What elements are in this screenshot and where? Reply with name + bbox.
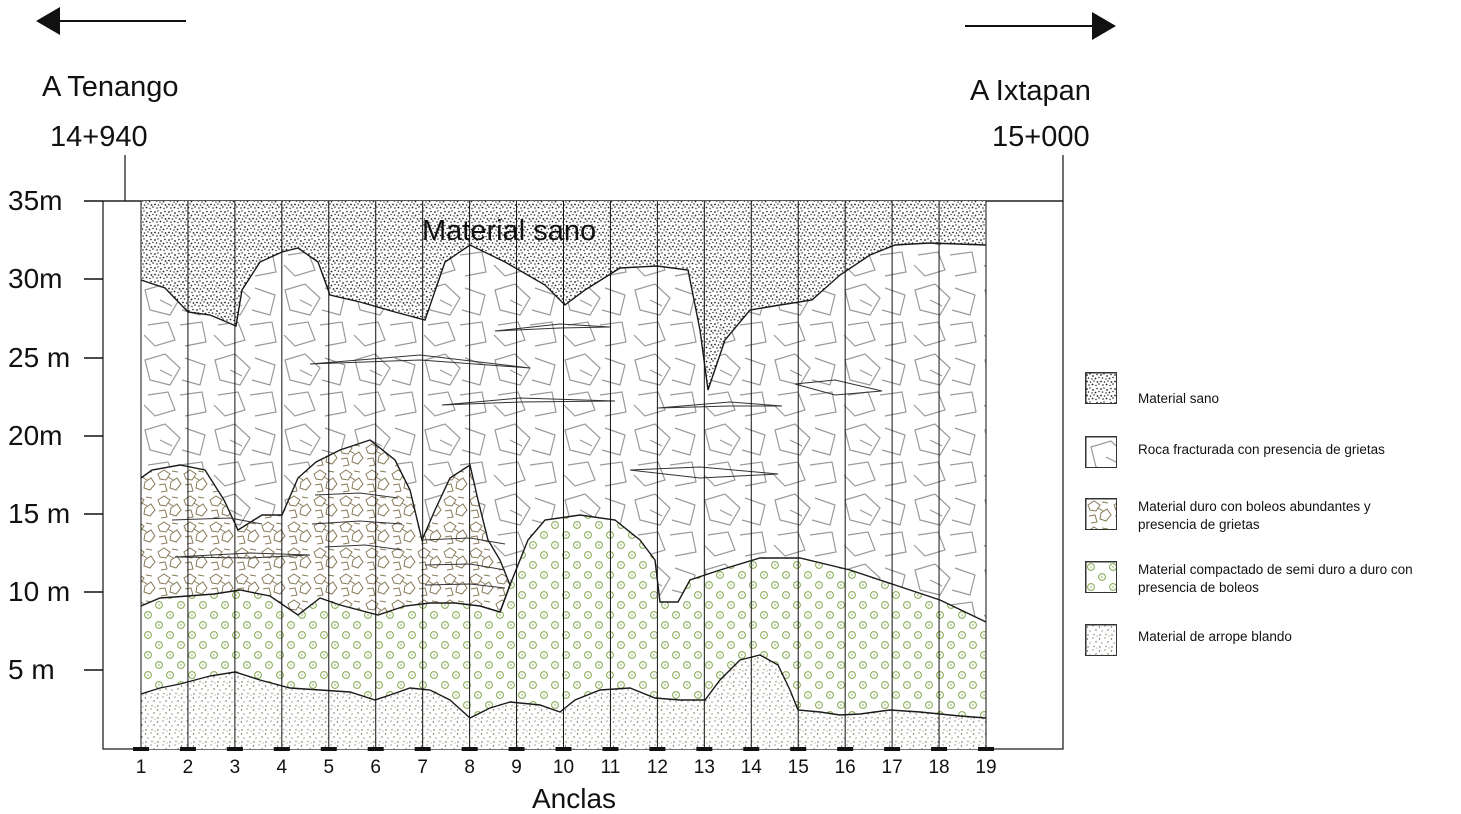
anchor-tick — [743, 747, 760, 751]
anchor-tick — [649, 747, 666, 751]
legend-label: Material duro con boleos abundantes y pr… — [1138, 499, 1371, 532]
legend-label: Material de arrope blando — [1138, 629, 1292, 644]
anchor-tick — [508, 747, 525, 751]
anchor-label: 2 — [183, 757, 194, 778]
anchor-label: 12 — [647, 757, 668, 778]
anchor-tick — [837, 747, 854, 751]
legend-label: Roca fracturada con presencia de grietas — [1138, 442, 1385, 457]
anchor-tick — [273, 747, 290, 751]
anchor-tick — [367, 747, 384, 751]
direction-right-label: A Ixtapan — [970, 75, 1091, 107]
anchor-label: 3 — [230, 757, 241, 778]
legend-item-material-compactado: Material compactado de semi duro a duro … — [1085, 561, 1453, 597]
direction-left-label: A Tenango — [42, 71, 179, 103]
layer-material-duro — [141, 440, 510, 615]
legend-item-material-sano: Material sano — [1085, 372, 1453, 408]
anchor-label: 5 — [323, 757, 334, 778]
anchor-tick — [602, 747, 619, 751]
legend-item-arrope-blando: Material de arrope blando — [1085, 624, 1453, 656]
anchor-tick — [884, 747, 901, 751]
anchor-tick — [133, 747, 149, 751]
chainage-left-label: 14+940 — [50, 121, 148, 153]
depth-label: 30m — [8, 263, 62, 294]
anchor-tick — [414, 747, 431, 751]
x-axis-title: Anclas — [532, 783, 616, 814]
anchor-label: 16 — [835, 757, 856, 778]
legend-label: Material sano — [1138, 391, 1220, 406]
anchor-label: 4 — [277, 757, 288, 778]
layer-boundaries — [140, 242, 987, 719]
zone-label: Material sano — [422, 215, 596, 247]
depth-label: 5 m — [8, 654, 55, 685]
anchor-label: 18 — [928, 757, 949, 778]
depth-label: 15 m — [8, 498, 70, 529]
anchor-tick — [696, 747, 713, 751]
arrope-blando-swatch — [1085, 624, 1117, 656]
anchor-tick — [978, 747, 994, 751]
legend-item-material-duro: Material duro con boleos abundantes y pr… — [1085, 498, 1408, 534]
anchor-tick — [320, 747, 337, 751]
anchor-label: 13 — [694, 757, 715, 778]
legend-label: Material compactado de semi duro a duro … — [1138, 562, 1413, 595]
material-duro-swatch — [1085, 498, 1117, 530]
depth-label: 10 m — [8, 576, 70, 607]
anchor-label: 7 — [417, 757, 428, 778]
anchor-label: 10 — [553, 757, 574, 778]
left-arrow-icon — [36, 7, 186, 35]
anchor-label: 17 — [882, 757, 903, 778]
anchor-tick — [461, 747, 478, 751]
anchor-label: 19 — [975, 757, 996, 778]
layer-arrope-blando — [141, 655, 986, 749]
right-arrow-icon — [965, 12, 1116, 40]
anchor-label: 8 — [464, 757, 475, 778]
legend-item-roca-fracturada: Roca fracturada con presencia de grietas — [1085, 436, 1453, 468]
depth-axis: 35m 30m 25 m 20m 15 m 10 m 5 m — [8, 185, 103, 685]
anchor-label: 14 — [741, 757, 763, 778]
depth-label: 20m — [8, 420, 62, 451]
anchor-label: 6 — [370, 757, 381, 778]
anchor-lines — [133, 201, 994, 751]
depth-label: 25 m — [8, 342, 70, 373]
material-sano-swatch — [1085, 372, 1117, 404]
anchor-tick — [931, 747, 948, 751]
anchor-tick — [179, 747, 196, 751]
roca-fracturada-swatch — [1085, 436, 1117, 468]
crack-lenses — [171, 323, 883, 589]
anchor-label: 9 — [511, 757, 522, 778]
anchor-label: 15 — [788, 757, 809, 778]
anchor-label: 1 — [136, 757, 147, 778]
anchor-tick — [790, 747, 807, 751]
anchor-label: 11 — [601, 757, 621, 778]
material-compactado-swatch — [1085, 561, 1117, 593]
depth-label: 35m — [8, 185, 62, 216]
anchor-tick — [226, 747, 243, 751]
chainage-right-label: 15+000 — [992, 121, 1090, 153]
anchor-tick — [555, 747, 572, 751]
